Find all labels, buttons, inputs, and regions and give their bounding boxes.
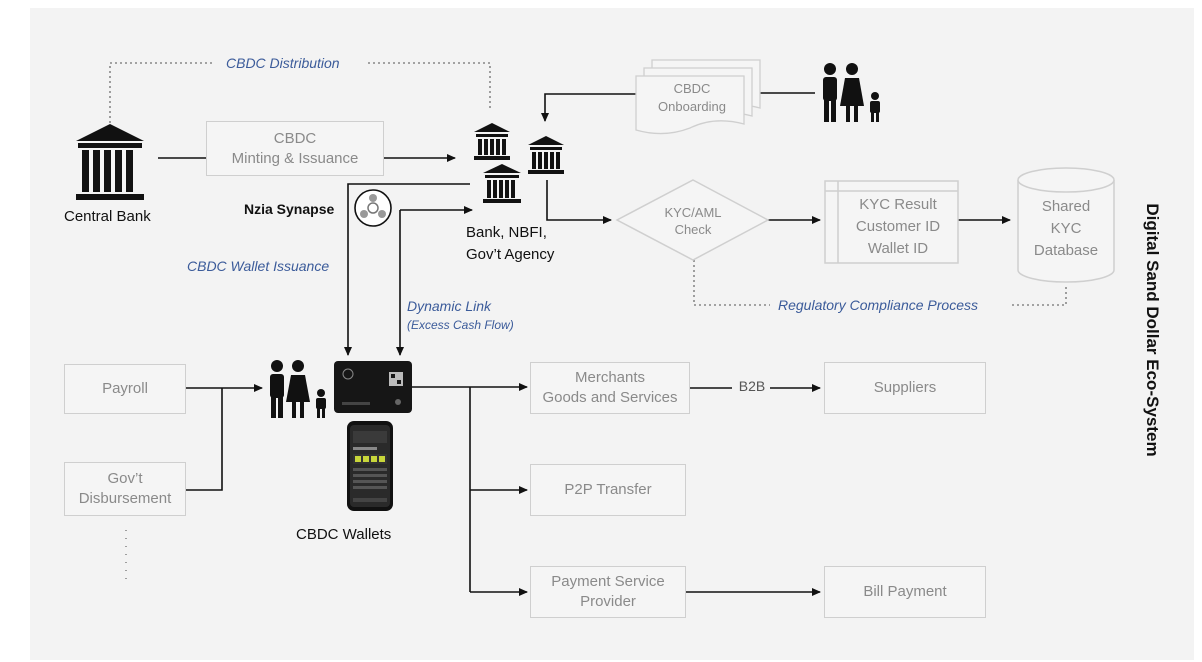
diagram-title: Digital Sand Dollar Eco-System [1143, 203, 1162, 457]
mobile-wallet-icon [347, 421, 393, 511]
database-label: Shared KYC Database [1018, 196, 1114, 262]
distribution-dotted-line [109, 62, 491, 128]
onboarding-document-icon [635, 59, 761, 135]
synapse-logo-icon [354, 189, 392, 227]
merchants-line1: Merchants [574, 369, 646, 386]
minting-line1: CBDC [273, 129, 317, 147]
govt-line2: Disbursement [78, 490, 172, 507]
kyc-check-line1: KYC/AML [664, 205, 722, 220]
database-icon [1017, 167, 1115, 283]
payroll-box: Payroll [64, 364, 186, 414]
p2p-transfer-box: P2P Transfer [530, 464, 686, 516]
database-line3: Database [1033, 242, 1099, 259]
bank-nbfi-label: Bank, NBFI, Gov’t Agency [466, 222, 554, 266]
bill-payment-label: Bill Payment [863, 583, 947, 600]
central-bank-label: Central Bank [64, 208, 151, 225]
family-icon [270, 360, 326, 418]
cbdc-distribution-label: CBDC Distribution [226, 55, 340, 71]
bank-line1: Bank, NBFI, [466, 224, 547, 241]
kyc-result-line2: Customer ID [855, 218, 941, 235]
govt-line1: Gov’t [107, 470, 143, 487]
minting-line2: Minting & Issuance [231, 149, 359, 167]
bank-building-icon [76, 123, 564, 203]
merchants-box: Merchants Goods and Services [530, 362, 690, 414]
payroll-label: Payroll [102, 380, 148, 397]
kyc-check-diamond [615, 179, 770, 261]
database-line1: Shared [1041, 198, 1091, 215]
regulatory-dotted-line [693, 260, 1067, 306]
govt-disbursement-box: Gov’t Disbursement [64, 462, 186, 516]
regulatory-compliance-label: Regulatory Compliance Process [778, 297, 978, 313]
minting-issuance-box: CBDC Minting & Issuance [206, 121, 384, 176]
kyc-result-frame [824, 180, 959, 264]
payment-service-provider-box: Payment Service Provider [530, 566, 686, 618]
kyc-check-line2: Check [674, 222, 712, 237]
suppliers-box: Suppliers [824, 362, 986, 414]
kyc-result-line3: Wallet ID [867, 240, 929, 257]
kyc-check-label: KYC/AML Check [640, 204, 746, 238]
psp-line2: Provider [580, 593, 636, 610]
nzia-synapse-label: Nzia Synapse [244, 201, 335, 217]
govt-to-family [186, 388, 223, 491]
dynamic-link-label: Dynamic Link [407, 298, 492, 314]
cbdc-wallets-label: CBDC Wallets [296, 526, 392, 543]
kyc-result-line1: KYC Result [859, 196, 937, 213]
bank-to-wallet-issuance [344, 183, 470, 356]
bank-line2: Gov’t Agency [466, 246, 555, 263]
kyc-result-label: KYC Result Customer ID Wallet ID [838, 194, 958, 260]
payment-card-icon [334, 361, 412, 413]
diagram-canvas [30, 8, 1194, 660]
bank-to-kyc-check [546, 180, 612, 224]
excess-cash-flow-label: (Excess Cash Flow) [407, 318, 514, 332]
database-line2: KYC [1050, 220, 1082, 237]
merchants-line2: Goods and Services [542, 389, 678, 406]
b2b-label: B2B [738, 378, 766, 394]
onboarding-line2: Onboarding [658, 99, 726, 114]
suppliers-label: Suppliers [873, 379, 937, 396]
wallet-issuance-label: CBDC Wallet Issuance [187, 258, 330, 274]
onboarding-label: CBDC Onboarding [640, 80, 744, 116]
psp-line1: Payment Service [551, 573, 665, 590]
onboarding-line1: CBDC [673, 81, 711, 96]
family-icon [823, 63, 880, 122]
bill-payment-box: Bill Payment [824, 566, 986, 618]
p2p-label: P2P Transfer [564, 481, 652, 498]
onboarding-to-bank [541, 93, 640, 122]
